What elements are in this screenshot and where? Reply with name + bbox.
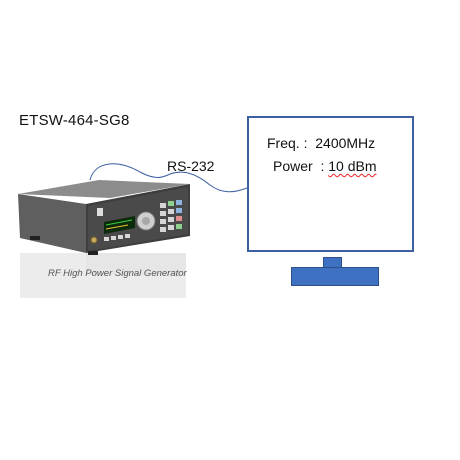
device-reflection xyxy=(20,253,186,298)
power-readout: Power : 10 dBm xyxy=(273,158,377,174)
rs232-label: RS-232 xyxy=(167,158,215,174)
frequency-label: Freq. : xyxy=(267,135,308,151)
device-logo-icon xyxy=(97,208,103,216)
power-label: Power xyxy=(273,158,313,174)
power-separator: : xyxy=(320,158,325,174)
frequency-readout: Freq. : 2400MHz xyxy=(267,135,375,151)
frequency-value: 2400MHz xyxy=(315,135,376,151)
device-model-label: ETSW-464-SG8 xyxy=(19,112,130,129)
rf-connector-icon xyxy=(90,236,98,244)
signal-generator-device xyxy=(18,180,190,255)
rs232-cable xyxy=(89,163,248,193)
device-caption: RF High Power Signal Generator xyxy=(48,268,187,279)
monitor-base xyxy=(291,267,379,286)
device-keypad xyxy=(160,200,182,232)
power-value: 10 dBm xyxy=(328,158,377,174)
monitor-screen: Freq. : 2400MHz Power : 10 dBm xyxy=(247,116,414,252)
